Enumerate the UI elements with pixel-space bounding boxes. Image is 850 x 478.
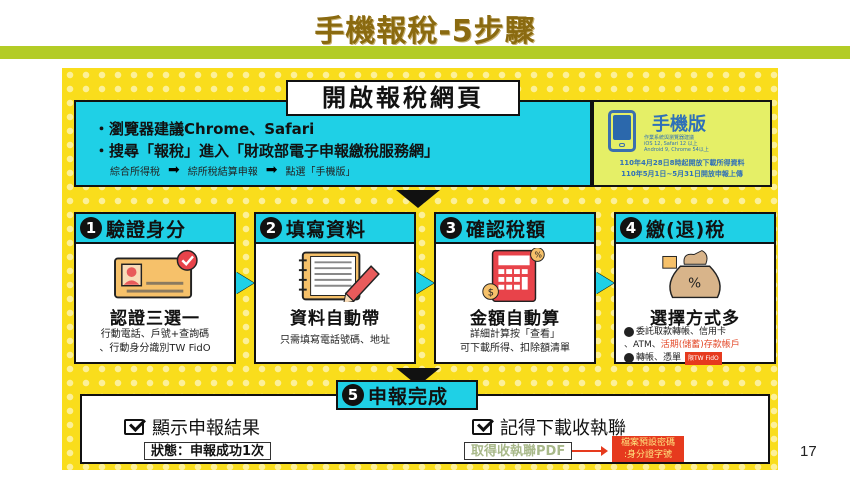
step-number: 2 xyxy=(260,217,282,239)
pay-tax-icon xyxy=(624,326,634,337)
step-subtitle: 選擇方式多 xyxy=(650,309,740,329)
tax-steps-poster: ・瀏覽器建議Chrome、Safari ・搜尋「報稅」進入「財政部電子申報繳稅服… xyxy=(62,68,778,470)
arrow-right-icon xyxy=(236,272,254,294)
download-receipt-item: 記得下載收執聯 xyxy=(472,414,626,440)
arrow-right-icon xyxy=(596,272,614,294)
step-number: 5 xyxy=(342,384,364,406)
money-bag-icon: % xyxy=(662,250,721,299)
step-number: 1 xyxy=(80,217,102,239)
step-confirm-tax: 3 確認稅額 % $ 金額自動算 詳細計算按「查看」 可下載所得、扣除額清單 xyxy=(434,212,596,364)
mobile-requirement-ios: iOS 12, Safari 12 以上 xyxy=(644,141,698,147)
open-web-title: 開啟報稅網頁 xyxy=(286,80,520,116)
refund-icon xyxy=(624,352,634,363)
arrow-right-icon: ➡ xyxy=(168,162,180,178)
step-subtitle: 認證三選一 xyxy=(110,309,200,329)
arrow-right-icon: ➡ xyxy=(265,162,278,178)
path-step-1: 綜合所得稅 xyxy=(110,166,160,178)
mobile-requirement-android: Android 9, Chrome 54以上 xyxy=(644,147,709,153)
step-verify-identity: 1 驗證身分 認證三選一 行動電話、戶號+查詢碼 、行動身分識別TW FidO xyxy=(74,212,236,364)
step-subtitle: 金額自動算 xyxy=(470,309,560,329)
path-step-2: 綜所稅結算申報 xyxy=(187,166,258,178)
arrow-right-icon xyxy=(572,446,608,456)
arrow-right-icon xyxy=(416,272,434,294)
mobile-version-box: 手機版 作業系統與瀏覽器建議 iOS 12, Safari 12 以上 Andr… xyxy=(592,100,772,187)
download-date: 110年4月28日8時起開放下載所得資料 xyxy=(619,159,745,167)
search-instruction: ・搜尋「報稅」進入「財政部電子申報繳稅服務網」 xyxy=(94,142,440,160)
svg-text:$: $ xyxy=(488,287,494,298)
mobile-requirement: 作業系統與瀏覽器建議 xyxy=(644,135,695,141)
payment-methods: 委託取款轉帳、信用卡 、ATM、活期(儲蓄)存款帳戶 轉帳、憑單限TW FidO xyxy=(624,326,740,365)
slide-title: 手機報稅-5步驟 xyxy=(314,14,536,49)
navigation-path: 綜合所得稅 ➡ 綜所稅結算申報 ➡ 點選「手機版」 xyxy=(110,162,355,178)
step-number: 4 xyxy=(620,217,642,239)
step-title: 繳(退)稅 xyxy=(646,218,726,241)
step-title: 申報完成 xyxy=(368,385,449,408)
step-number: 3 xyxy=(440,217,462,239)
tablet-icon xyxy=(608,110,636,152)
status-display: 狀態：申報成功1次 xyxy=(144,442,272,460)
show-result-item: 顯示申報結果 xyxy=(124,414,260,440)
step-pay-refund: 4 繳(退)稅 % 選擇方式多 委託取款轉帳、信用卡 、ATM、活期(儲蓄)存款… xyxy=(614,212,776,365)
title-divider-bar xyxy=(0,46,850,59)
step-description: 詳細計算按「查看」 可下載所得、扣除額清單 xyxy=(460,329,570,354)
step-fill-data: 2 填寫資料 資料自動帶 只需填寫電話號碼、地址 xyxy=(254,212,416,364)
arrow-down-icon xyxy=(396,190,440,208)
notebook-pencil-icon xyxy=(298,251,380,302)
path-step-3: 點選「手機版」 xyxy=(285,166,356,178)
step-description: 行動電話、戶號+查詢碼 、行動身分識別TW FidO xyxy=(99,329,211,354)
calculator-icon: % $ xyxy=(482,248,545,302)
page-number: 17 xyxy=(800,443,817,460)
id-card-check-icon xyxy=(114,249,198,299)
step-5-header: 5 申報完成 xyxy=(336,380,478,410)
checkbox-checked-icon xyxy=(472,419,492,435)
step-title: 驗證身分 xyxy=(106,218,187,241)
checkbox-checked-icon xyxy=(124,419,144,435)
svg-text:%: % xyxy=(688,276,701,292)
step-title: 確認稅額 xyxy=(466,218,547,241)
filing-date: 110年5月1日~5月31日開放申報上傳 xyxy=(621,170,743,178)
tw-fido-tag: 限TW FidO xyxy=(685,352,722,365)
get-receipt-pdf: 取得收執聯PDF xyxy=(464,442,573,460)
default-password-note: 檔案預設密碼 :身分證字號 xyxy=(612,436,684,462)
svg-text:%: % xyxy=(535,250,542,259)
browser-recommendation: ・瀏覽器建議Chrome、Safari xyxy=(94,120,315,138)
mobile-version-title: 手機版 xyxy=(652,114,706,135)
step-subtitle: 資料自動帶 xyxy=(290,309,380,329)
step-title: 填寫資料 xyxy=(286,218,367,241)
step-description: 只需填寫電話號碼、地址 xyxy=(280,335,390,346)
